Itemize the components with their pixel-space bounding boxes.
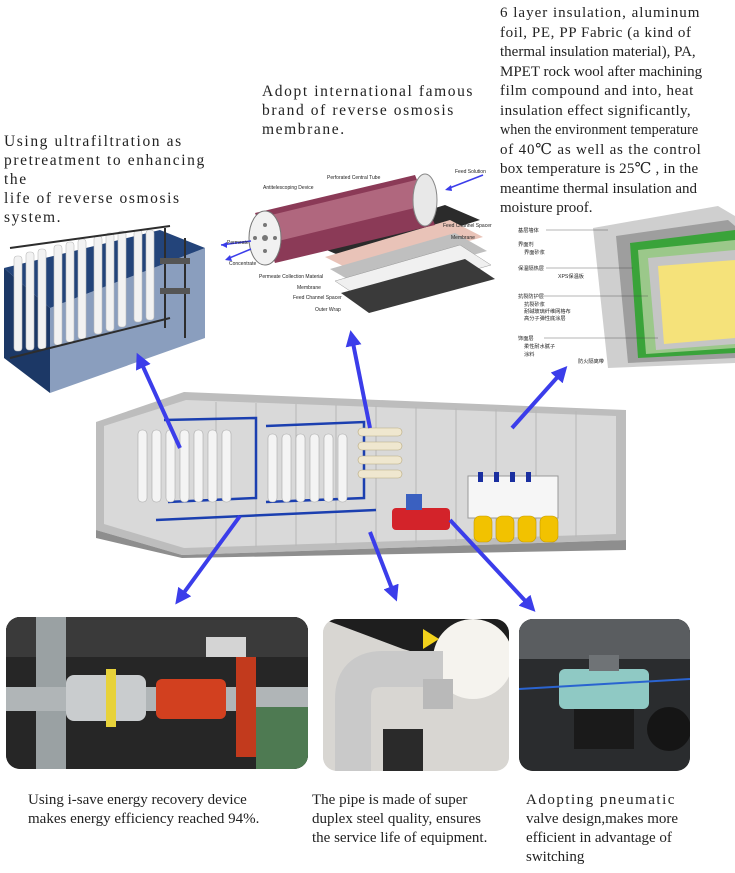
label-permeate-collection: Permeate Collection Material — [259, 274, 323, 280]
ins-label-4: XPS保温板 — [558, 272, 585, 280]
label-membrane-bottom: Membrane — [297, 285, 321, 291]
label-permeate: Permeate — [227, 240, 249, 246]
ins-label-7: 耐碱玻璃纤维网格布 — [524, 307, 571, 315]
ro-membrane-diagram: Antitelescoping Device Perforated Centra… — [215, 165, 505, 325]
ins-label-1: 界面剂 — [518, 240, 534, 248]
label-concentrate: Concentrate — [229, 261, 256, 267]
ins-label-0: 基层墙体 — [518, 226, 540, 234]
ins-label-12: 防火隔离带 — [578, 357, 604, 365]
uf-caption: Using ultrafiltration as pretreatment to… — [4, 133, 206, 226]
ins-label-3: 保温隔热层 — [518, 264, 544, 272]
ins-label-2: 界面砂浆 — [524, 248, 545, 256]
ins-label-8: 高分子弹性底涂层 — [524, 314, 566, 322]
pneumatic-valve-caption: Adopting pneumatic valve design,makes mo… — [526, 792, 679, 865]
label-membrane-top: Membrane — [451, 235, 475, 241]
ins-label-11: 涂料 — [524, 350, 534, 358]
insulation-caption: 6 layer insulation, aluminum foil, PE, P… — [500, 5, 703, 216]
label-control-tube: Perforated Central Tube — [327, 175, 381, 181]
ins-label-10: 柔性耐水腻子 — [524, 342, 555, 350]
label-feed-spacer-bottom: Feed Channel Spacer — [293, 295, 342, 301]
ins-label-9: 饰面层 — [518, 334, 534, 342]
insulation-layers-diagram: 基层墙体 界面剂 界面砂浆 保温隔热层 XPS保温板 抗裂防护层 抗裂砂浆 耐碱… — [498, 198, 735, 378]
label-antitelescoping: Antitelescoping Device — [263, 185, 314, 191]
ro-membrane-caption: Adopt international famous brand of reve… — [262, 83, 475, 138]
energy-recovery-photo — [6, 617, 308, 769]
ins-label-5: 抗裂防护层 — [518, 292, 544, 300]
label-outer-wrap: Outer Wrap — [315, 307, 341, 313]
label-feed-spacer-top: Feed Channel Spacer — [443, 223, 492, 229]
duplex-steel-pipe-photo — [323, 619, 509, 771]
ultrafiltration-rack-image — [0, 218, 210, 398]
label-feed-solution: Feed Solution — [455, 169, 486, 175]
pneumatic-valve-photo — [519, 619, 690, 771]
container-system-image — [96, 390, 626, 558]
energy-recovery-caption: Using i-save energy recovery device make… — [28, 792, 260, 827]
pipe-caption: The pipe is made of super duplex steel q… — [312, 792, 488, 846]
ins-label-6: 抗裂砂浆 — [524, 300, 545, 308]
